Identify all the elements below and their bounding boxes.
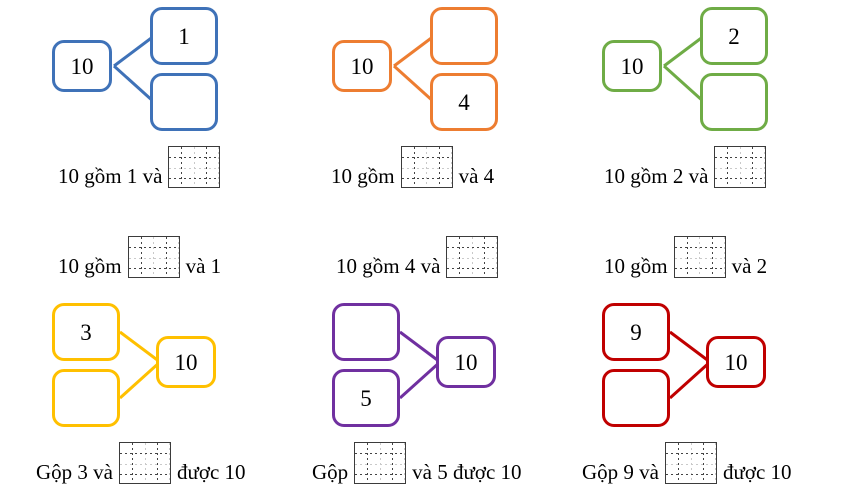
sentence-prefix: 10 gồm [604, 253, 668, 278]
answer-gridbox[interactable] [119, 442, 171, 484]
bond-connectors-6 [668, 330, 712, 400]
bond-connectors-2 [392, 34, 436, 104]
bond-connectors-5 [398, 330, 442, 400]
sentence-prefix: 10 gồm 4 và [336, 253, 441, 278]
bond-connectors-1 [112, 34, 156, 104]
bond-diagram-5: 5 10 [328, 302, 568, 430]
sentence-mid-2: 10 gồm 4 và [336, 236, 499, 278]
sentence-mid-3: 10 gồm và 2 [604, 236, 767, 278]
bond-connectors-3 [662, 34, 706, 104]
sentence-bond-5: Gộp và 5 được 10 [312, 442, 522, 484]
bond-whole-node-1[interactable]: 10 [52, 40, 112, 92]
bond-diagram-4: 3 10 [48, 302, 288, 430]
sentence-prefix: 10 gồm [331, 163, 395, 188]
exercise-bond-1: 10 1 10 gồm 1 và [48, 6, 288, 188]
answer-gridbox[interactable] [665, 442, 717, 484]
exercise-bond-2: 10 4 10 gồm và 4 [328, 6, 568, 188]
bond-part-bottom-node-4[interactable] [52, 369, 120, 427]
sentence-suffix: và 1 [185, 253, 222, 278]
answer-gridbox[interactable] [714, 146, 767, 188]
exercise-bond-5: 5 10 Gộp và 5 được 10 [312, 302, 568, 484]
sentence-prefix: 10 gồm [58, 253, 122, 278]
bond-whole-node-2[interactable]: 10 [332, 40, 392, 92]
answer-gridbox[interactable] [446, 236, 499, 278]
bond-whole-node-4[interactable]: 10 [156, 336, 216, 388]
bond-connectors-4 [118, 330, 162, 400]
bond-whole-node-6[interactable]: 10 [706, 336, 766, 388]
answer-gridbox[interactable] [400, 146, 453, 188]
sentence-suffix: và 4 [458, 163, 495, 188]
bond-part-bottom-node-2[interactable]: 4 [430, 73, 498, 131]
bond-part-bottom-node-5[interactable]: 5 [332, 369, 400, 427]
sentence-bond-3: 10 gồm 2 và [604, 146, 767, 188]
bond-diagram-6: 9 10 [598, 302, 838, 430]
bond-part-top-node-5[interactable] [332, 303, 400, 361]
bond-whole-node-3[interactable]: 10 [602, 40, 662, 92]
exercise-bond-6: 9 10 Gộp 9 và được 10 [582, 302, 838, 484]
bond-part-top-node-3[interactable]: 2 [700, 7, 768, 65]
sentence-bond-6: Gộp 9 và được 10 [582, 442, 792, 484]
answer-gridbox[interactable] [168, 146, 221, 188]
sentence-prefix: Gộp 9 và [582, 459, 659, 484]
sentence-suffix: và 5 được 10 [412, 459, 522, 484]
sentence-prefix: 10 gồm 2 và [604, 163, 709, 188]
bond-part-top-node-2[interactable] [430, 7, 498, 65]
sentence-prefix: 10 gồm 1 và [58, 163, 163, 188]
sentence-prefix: Gộp 3 và [36, 459, 113, 484]
sentence-prefix: Gộp [312, 459, 349, 484]
answer-gridbox[interactable] [127, 236, 180, 278]
bond-diagram-1: 10 1 [48, 6, 288, 134]
bond-part-bottom-node-3[interactable] [700, 73, 768, 131]
sentence-suffix: được 10 [177, 459, 246, 484]
answer-gridbox[interactable] [354, 442, 407, 484]
answer-gridbox[interactable] [673, 236, 726, 278]
exercise-bond-4: 3 10 Gộp 3 và được 10 [36, 302, 288, 484]
sentence-bond-2: 10 gồm và 4 [331, 146, 494, 188]
sentence-bond-4: Gộp 3 và được 10 [36, 442, 246, 484]
bond-part-top-node-1[interactable]: 1 [150, 7, 218, 65]
bond-part-top-node-6[interactable]: 9 [602, 303, 670, 361]
bond-part-bottom-node-1[interactable] [150, 73, 218, 131]
sentence-suffix: và 2 [731, 253, 768, 278]
sentence-mid-1: 10 gồm và 1 [58, 236, 221, 278]
sentence-suffix: được 10 [723, 459, 792, 484]
bond-whole-node-5[interactable]: 10 [436, 336, 496, 388]
sentence-bond-1: 10 gồm 1 và [58, 146, 221, 188]
exercise-bond-3: 10 2 10 gồm 2 và [598, 6, 838, 188]
bond-part-top-node-4[interactable]: 3 [52, 303, 120, 361]
bond-diagram-3: 10 2 [598, 6, 838, 134]
bond-diagram-2: 10 4 [328, 6, 568, 134]
bond-part-bottom-node-6[interactable] [602, 369, 670, 427]
